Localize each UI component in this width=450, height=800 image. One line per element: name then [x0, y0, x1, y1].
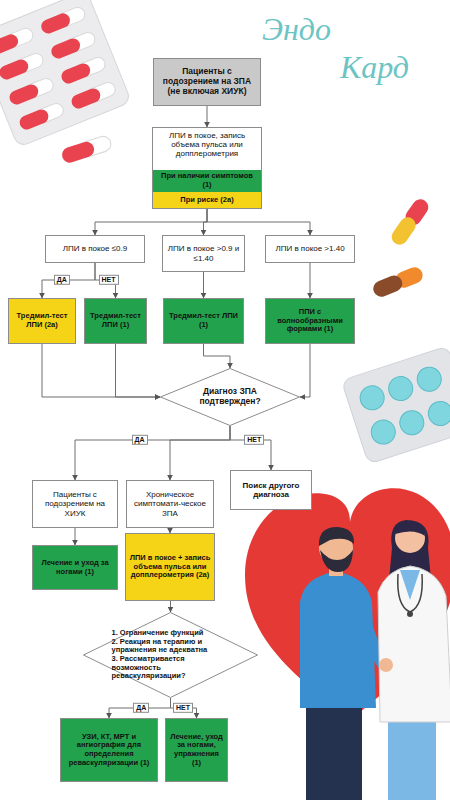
node-text: ЛПИ в покое ≤0.9	[63, 244, 127, 253]
man-beard	[320, 550, 353, 572]
decision-diamond: 1. Ограничение функций2. Реакция на тера…	[83, 612, 258, 698]
handshake	[379, 658, 393, 672]
connector	[42, 263, 95, 298]
node-text: Тредмил-тест ЛПИ (2a)	[12, 312, 72, 329]
doctor-coat	[378, 566, 450, 722]
capsule	[59, 55, 107, 85]
connector	[109, 698, 171, 718]
node-text: При наличии симптомов (1)	[156, 172, 258, 189]
decision-diamond: Диагноз ЗПА подтвержден?	[160, 368, 300, 426]
man-legs	[306, 700, 362, 800]
brand-logo: Эндо Кард	[262, 10, 430, 86]
treatment-box: Лечение, уход за ногами, упражнения (1)	[165, 718, 228, 782]
connector	[230, 426, 271, 470]
connector	[204, 209, 208, 235]
node-text: Пациенты с подозрением на ХИУК	[36, 490, 114, 518]
connector	[207, 106, 208, 127]
result-box: ЛПИ в покое >1.40	[265, 235, 355, 263]
connector	[207, 209, 310, 235]
pill	[397, 408, 427, 438]
connector	[204, 344, 231, 368]
capsule	[60, 134, 113, 164]
node-text: Поиск другого диагноза	[234, 481, 308, 499]
edge-label: ДА	[131, 435, 147, 445]
edge-label: ДА	[54, 275, 70, 285]
node-text: ЛПИ в покое + запись объема пульса или д…	[129, 554, 211, 580]
pill	[414, 364, 444, 394]
node-text: ЛПИ в покое, запись объема пульса или до…	[156, 131, 258, 159]
class-band: При наличии симптомов (1)	[153, 170, 261, 192]
node-text: Диагноз ЗПА подтвержден?	[185, 387, 275, 407]
diamond-outline	[161, 369, 300, 426]
diamond-outline	[84, 613, 258, 698]
node-text: ЛПИ в покое >1.40	[275, 244, 344, 253]
stethoscope	[407, 611, 413, 617]
connector	[42, 344, 160, 397]
edge-label: НЕТ	[173, 703, 193, 713]
capsule	[49, 30, 97, 60]
connector	[170, 426, 230, 480]
node-text: При риске (2a)	[180, 196, 233, 205]
process-box: Поиск другого диагноза	[230, 470, 312, 510]
process-box: Хроническое симптомати-ческое ЗПА	[126, 480, 214, 528]
doctor-hair	[395, 522, 425, 536]
connector	[95, 209, 207, 235]
node-text: УЗИ, КТ, МРТ и ангиография для определен…	[64, 733, 154, 768]
blister-pack	[341, 346, 450, 464]
treatment-box: УЗИ, КТ, МРТ и ангиография для определен…	[60, 718, 158, 782]
node-text: Тредмил-тест ЛПИ (1)	[167, 312, 240, 329]
class-band: При риске (2a)	[153, 192, 261, 208]
test-box: Тредмил-тест ЛПИ (1)	[84, 298, 147, 344]
test-box: ЛПИ в покое, запись объема пульса или до…	[152, 127, 262, 209]
node-text: ППИ с волнообразными формами (1)	[269, 308, 351, 334]
pill	[368, 417, 398, 447]
treatment-box: Лечение и уход за ногами (1)	[32, 545, 118, 590]
capsule	[0, 26, 35, 56]
node-text: Пациенты с подозрением на ЗПА (не включа…	[157, 67, 257, 96]
stethoscope	[398, 574, 423, 612]
pill	[425, 398, 450, 428]
connector	[300, 344, 310, 397]
connector	[203, 272, 204, 298]
edge-label: ДА	[133, 703, 149, 713]
pill	[357, 383, 387, 413]
process-box: Пациенты с подозрением на ХИУК	[32, 480, 118, 528]
connector	[75, 528, 76, 545]
capsule	[0, 51, 45, 81]
capsule	[7, 76, 55, 106]
blister-pack	[0, 0, 131, 147]
test-box: ЛПИ в покое + запись объема пульса или д…	[125, 533, 215, 601]
capsule	[39, 5, 87, 35]
man-hair	[319, 527, 354, 546]
connector	[170, 601, 171, 612]
node-text: ЛПИ в покое >0.9 и ≤1.40	[166, 244, 241, 262]
node-text: Лечение, уход за ногами, упражнения (1)	[169, 733, 224, 768]
capsule	[371, 273, 405, 299]
node-text: 2. Реакция на терапию и упражнения не ад…	[112, 638, 230, 655]
capsule	[69, 80, 117, 110]
connector	[75, 426, 230, 480]
capsule	[389, 214, 419, 248]
node-text: Лечение и уход за ногами (1)	[36, 559, 114, 576]
pill	[386, 373, 416, 403]
node-text: 1. Ограничение функций	[112, 629, 230, 638]
edge-label: НЕТ	[99, 275, 119, 285]
node-text: Тредмил-тест ЛПИ (1)	[88, 312, 143, 329]
result-box: ЛПИ в покое ≤0.9	[45, 235, 145, 263]
test-box: Тредмил-тест ЛПИ (1)	[163, 298, 244, 344]
node-text: Хроническое симптомати-ческое ЗПА	[130, 490, 210, 518]
result-box: ЛПИ в покое >0.9 и ≤1.40	[162, 235, 245, 272]
test-box: ППИ с волнообразными формами (1)	[265, 298, 355, 344]
connector	[116, 344, 161, 397]
doctor-shirt	[400, 570, 420, 600]
node-text: 3. Рассматривается возможность реваскуля…	[112, 655, 230, 681]
connector	[171, 698, 197, 718]
test-box: Тредмил-тест ЛПИ (2a)	[8, 298, 76, 344]
doctor-arm	[388, 612, 393, 664]
capsule	[17, 101, 65, 131]
connector	[310, 263, 311, 298]
start-box: Пациенты с подозрением на ЗПА (не включа…	[153, 58, 261, 106]
edge-label: НЕТ	[244, 435, 264, 445]
